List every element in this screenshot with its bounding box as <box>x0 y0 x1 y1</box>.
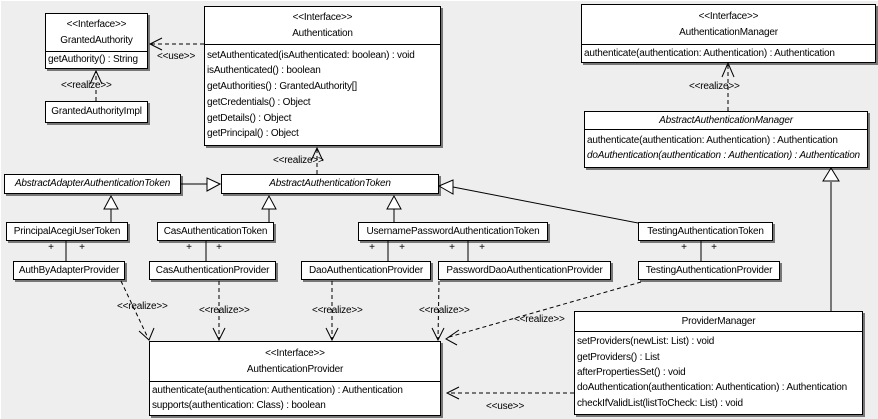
method: getPrincipal() : Object <box>207 128 299 140</box>
class-testing-authentication-provider[interactable]: TestingAuthenticationProvider <box>638 261 780 280</box>
method: getDetails() : Object <box>207 112 292 124</box>
realize-label: <<realize>> <box>689 81 740 92</box>
association-plus: + <box>711 242 717 253</box>
class-principal-acegi-user-token[interactable]: PrincipalAcegiUserToken <box>6 222 128 241</box>
class-auth-by-adapter-provider[interactable]: AuthByAdapterProvider <box>13 261 125 280</box>
class-name: AbstractAuthenticationManager <box>659 115 793 126</box>
class-name: UsernamePasswordAuthenticationToken <box>366 225 540 237</box>
stereotype: <<Interface>> <box>698 10 759 22</box>
class-name: CasAuthenticationProvider <box>155 264 270 276</box>
class-authentication-provider[interactable]: <<Interface>> AuthenticationProvider aut… <box>149 341 441 416</box>
stereotype: <<Interface>> <box>265 347 325 359</box>
dependency-edges <box>95 43 729 394</box>
class-name: ProviderManager <box>681 316 756 327</box>
association-plus: + <box>48 242 54 253</box>
class-name: TestingAuthenticationProvider <box>645 264 773 276</box>
method: checkIfValidList(listToCheck: List) : vo… <box>577 397 743 409</box>
class-name: Authentication <box>292 28 353 39</box>
class-name: CasAuthenticationToken <box>163 225 268 237</box>
class-dao-authentication-provider[interactable]: DaoAuthenticationProvider <box>301 261 431 280</box>
class-authentication[interactable]: <<Interface>> Authentication setAuthenti… <box>204 6 441 146</box>
class-name: AuthenticationManager <box>679 27 778 39</box>
use-label: <<use>> <box>486 401 525 412</box>
method: setAuthenticated(isAuthenticated: boolea… <box>207 49 415 61</box>
association-plus: + <box>479 242 485 253</box>
association-plus: + <box>216 242 222 253</box>
association-plus: + <box>369 242 375 253</box>
class-name: AbstractAuthenticationToken <box>269 178 391 189</box>
class-testing-authentication-token[interactable]: TestingAuthenticationToken <box>638 222 773 241</box>
class-cas-authentication-provider[interactable]: CasAuthenticationProvider <box>149 261 276 280</box>
class-abstract-authentication-token[interactable]: AbstractAuthenticationToken <box>221 174 439 194</box>
association-plus: + <box>186 242 192 253</box>
realize-label: <<realize>> <box>419 305 470 316</box>
method: getAuthorities() : GrantedAuthority[] <box>207 81 357 93</box>
realize-label: <<realize>> <box>117 301 168 312</box>
stereotype: <<Interface>> <box>292 12 353 23</box>
class-name: AbstractAdapterAuthenticationToken <box>14 178 171 189</box>
class-password-dao-authentication-provider[interactable]: PasswordDaoAuthenticationProvider <box>438 261 611 280</box>
class-name: TestingAuthenticationToken <box>647 225 764 237</box>
association-plus: + <box>79 242 85 253</box>
association-plus: + <box>681 242 687 253</box>
class-name: GrantedAuthorityImpl <box>51 106 142 117</box>
class-cas-authentication-token[interactable]: CasAuthenticationToken <box>157 222 274 241</box>
class-granted-authority[interactable]: <<Interface>> GrantedAuthority getAuthor… <box>45 13 148 69</box>
association-edges <box>65 241 702 261</box>
realize-label: <<realize>> <box>514 314 565 325</box>
class-granted-authority-impl[interactable]: GrantedAuthorityImpl <box>45 101 148 123</box>
class-abstract-authentication-manager[interactable]: AbstractAuthenticationManager authentica… <box>584 111 868 168</box>
class-name: GrantedAuthority <box>60 35 133 46</box>
dependency-arrowheads <box>89 37 735 400</box>
class-name: AuthenticationProvider <box>246 364 344 376</box>
use-label: <<use>> <box>157 51 196 62</box>
method: authenticate(authentication: Authenticat… <box>587 134 838 146</box>
class-authentication-manager[interactable]: <<Interface>> AuthenticationManager auth… <box>581 4 876 63</box>
method: afterPropertiesSet() : void <box>577 366 686 378</box>
method: supports(authentication: Class) : boolea… <box>152 399 326 411</box>
class-name: PasswordDaoAuthenticationProvider <box>446 264 603 276</box>
method: getAuthority() : String <box>48 54 138 65</box>
class-abstract-adapter-authentication-token[interactable]: AbstractAdapterAuthenticationToken <box>4 174 181 194</box>
method: setProviders(newList: List) : void <box>577 336 715 348</box>
method: getCredentials() : Object <box>207 96 311 108</box>
realize-label: <<realize>> <box>61 80 112 91</box>
generalization-edges <box>110 182 832 311</box>
method: isAuthenticated() : boolean <box>207 65 321 77</box>
class-name: AuthByAdapterProvider <box>18 264 120 276</box>
association-plus: + <box>399 242 405 253</box>
class-name: DaoAuthenticationProvider <box>309 264 423 276</box>
association-plus: + <box>449 242 455 253</box>
method: authenticate(authentication: Authenticat… <box>584 47 835 59</box>
method: getProviders() : List <box>577 351 660 363</box>
method: authenticate(authentication: Authenticat… <box>152 385 403 397</box>
generalization-arrowheads <box>103 167 840 210</box>
class-name: PrincipalAcegiUserToken <box>13 225 121 237</box>
realize-label: <<realize>> <box>312 305 363 316</box>
stereotype: <<Interface>> <box>66 19 127 30</box>
realize-label: <<realize>> <box>273 155 324 166</box>
class-username-password-authentication-token[interactable]: UsernamePasswordAuthenticationToken <box>358 222 548 241</box>
method: doAuthentication(authentication : Authen… <box>587 150 860 162</box>
realize-label: <<realize>> <box>199 305 250 316</box>
method: doAuthentication(authentication: Authent… <box>577 382 847 394</box>
class-provider-manager[interactable]: ProviderManager setProviders(newList: Li… <box>574 311 863 415</box>
